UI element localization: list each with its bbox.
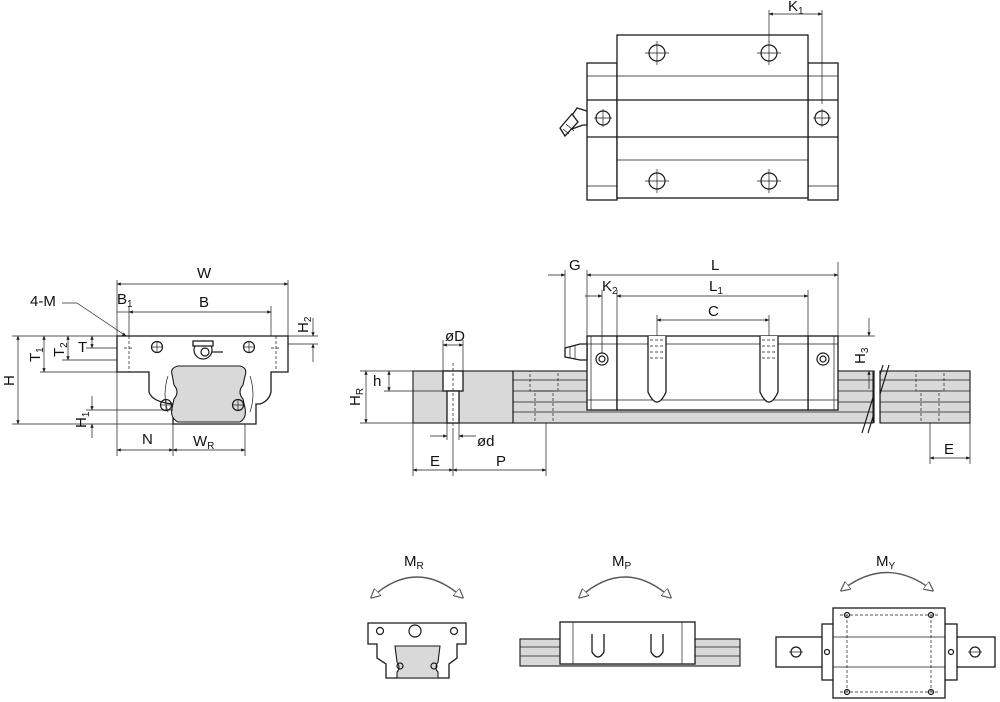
- p-label: P: [496, 453, 506, 470]
- d-small-label: ød: [477, 433, 495, 450]
- side-view: G L K2 L1 C H3 øD HR h ød: [347, 257, 971, 476]
- t-label: T: [78, 339, 87, 356]
- h1-label: H1: [73, 411, 92, 428]
- t1-label: T1: [27, 347, 46, 362]
- mp-label: MP: [612, 553, 632, 572]
- t2-label: T2: [51, 342, 70, 357]
- moment-my-diagram: MY: [775, 553, 996, 699]
- moment-mp-diagram: MP: [519, 553, 741, 667]
- wr-label: WR: [193, 433, 214, 452]
- h3-label: H3: [852, 347, 871, 364]
- top-block-body: [616, 34, 809, 199]
- end-seal-screw: [594, 109, 612, 127]
- end-view: W B B1 4-M H2 H T1 T2 T H1: [1, 265, 318, 456]
- b-label: B: [199, 294, 209, 311]
- h-small-label: h: [373, 373, 381, 390]
- side-end-cap-right: [807, 335, 839, 411]
- b1-label: B1: [117, 291, 133, 310]
- c-label: C: [708, 303, 719, 320]
- e-right-label: E: [944, 441, 954, 458]
- m-label: 4-M: [30, 293, 56, 310]
- n-label: N: [142, 431, 153, 448]
- end-screw-icon: [150, 340, 164, 354]
- mp-block-icon: [559, 621, 696, 665]
- end-screw-icon: [231, 398, 245, 412]
- end-rail-profile: [171, 365, 247, 423]
- top-view: K1: [559, 0, 839, 201]
- top-mount-hole: [645, 41, 669, 65]
- top-rail-left-stub: [586, 62, 618, 201]
- moment-mr-diagram: MR: [367, 553, 467, 679]
- h-label: H: [1, 375, 18, 386]
- hr-label: HR: [347, 388, 366, 406]
- od-label: øD: [445, 328, 465, 345]
- k1-label: K1: [788, 0, 804, 17]
- h2-label: H2: [295, 316, 314, 333]
- mr-label: MR: [404, 553, 424, 572]
- side-grease-nipple-icon: [564, 343, 588, 361]
- tapped-hole-icon: [647, 336, 667, 403]
- my-label: MY: [876, 553, 896, 572]
- e-left-label: E: [430, 453, 440, 470]
- end-grease-nipple-icon: [192, 340, 223, 360]
- l1-label: L1: [709, 278, 723, 297]
- top-rail-right-stub: [807, 62, 839, 201]
- top-mount-hole: [757, 169, 781, 193]
- w-label: W: [197, 265, 212, 282]
- k2-label: K2: [602, 278, 618, 297]
- tapped-hole-icon: [759, 336, 779, 403]
- rail-bolt-hole-section: [442, 363, 464, 429]
- end-screw-icon: [242, 340, 256, 354]
- end-screw-icon: [159, 398, 173, 412]
- grease-nipple-icon: [559, 107, 588, 138]
- l-label: L: [711, 257, 719, 274]
- top-mount-hole: [645, 169, 669, 193]
- my-block-icon: [832, 607, 946, 699]
- end-seal-screw: [813, 109, 831, 127]
- side-end-screw-icon: [816, 352, 830, 366]
- side-block-body: [616, 335, 809, 411]
- g-label: G: [569, 257, 581, 274]
- top-mount-hole: [757, 41, 781, 65]
